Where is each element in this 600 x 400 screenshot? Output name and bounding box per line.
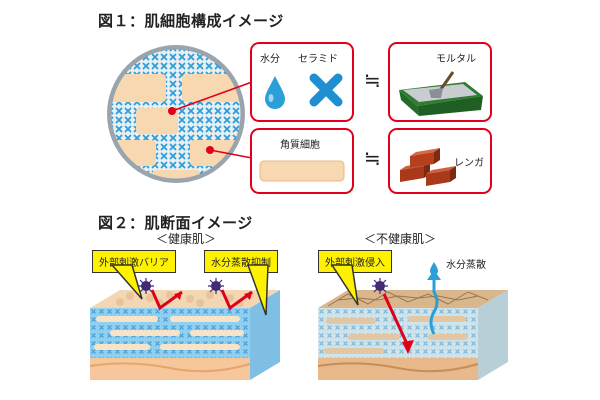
brick-label: レンガ: [454, 158, 484, 169]
water-evap-arrow-icon: [427, 262, 441, 335]
mortar-tray-icon: [399, 71, 483, 116]
mortar-components-box: 水分 セラミド: [250, 42, 354, 122]
corneocyte-box: 角質細胞: [250, 128, 354, 194]
red-arrow-icon: [150, 289, 183, 311]
water-drop-icon: [265, 76, 285, 109]
mortar-box: モルタル: [388, 42, 492, 122]
approx-symbol-top: ≒: [364, 68, 381, 92]
unhealthy-skin-section: [317, 290, 508, 380]
stimulus-icon: [208, 278, 224, 294]
red-arrow-icon: [382, 293, 414, 354]
ceramide-label: セラミド: [298, 54, 338, 65]
callout-pointer: [330, 264, 359, 306]
corneocyte-icon: [259, 160, 345, 182]
approx-symbol-bottom: ≒: [364, 146, 381, 170]
callout-pointer: [110, 264, 143, 300]
stimulus-icon: [372, 278, 388, 294]
figure2-title: 図２：肌断面イメージ: [98, 214, 253, 232]
water-evap-label: 水分蒸散: [446, 260, 486, 271]
figure1-title: 図１：肌細胞構成イメージ: [98, 12, 284, 30]
brick-icon: [400, 148, 456, 186]
callout-pointer: [246, 264, 269, 316]
mortar-label: モルタル: [436, 54, 476, 65]
ceramide-cross-icon: [309, 73, 343, 107]
water-label: 水分: [260, 54, 280, 65]
healthy-skin-heading: ＜健康肌＞: [156, 232, 217, 246]
skin-cell-circle: [107, 45, 245, 183]
brick-box: レンガ: [388, 128, 492, 194]
stimulus-icon: [138, 278, 154, 294]
corneocyte-label: 角質細胞: [280, 140, 320, 151]
unhealthy-skin-heading: ＜不健康肌＞: [364, 232, 437, 246]
healthy-skin-section: [89, 290, 280, 380]
red-arrow-icon: [220, 289, 253, 311]
